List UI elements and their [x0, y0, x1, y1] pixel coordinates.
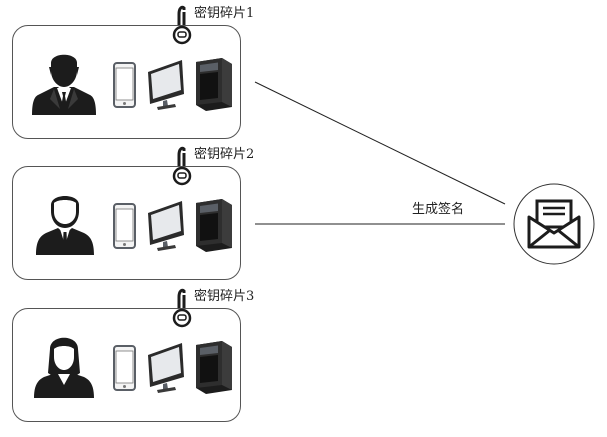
smartphone-icon	[113, 203, 136, 249]
connector-line-party-1	[254, 81, 506, 205]
desktop-tower-icon	[196, 199, 232, 252]
monitor-icon	[148, 60, 184, 110]
woman-icon	[34, 337, 94, 398]
envelope-letter-icon	[527, 199, 581, 249]
key-fragment-icon-2	[172, 146, 192, 186]
smartphone-icon	[113, 345, 136, 391]
edge-label-generate-signature: 生成签名	[412, 202, 465, 217]
key-fragment-icon-3	[172, 288, 192, 328]
key-fragment-label-1: 密钥碎片1	[194, 6, 255, 21]
desktop-tower-icon	[196, 58, 232, 111]
man-icon	[36, 196, 94, 255]
smartphone-icon	[113, 62, 136, 108]
desktop-tower-icon	[196, 341, 232, 394]
key-fragment-label-3: 密钥碎片3	[194, 289, 255, 304]
key-fragment-icon-1	[172, 5, 192, 45]
monitor-icon	[148, 201, 184, 251]
monitor-icon	[148, 343, 184, 393]
key-fragment-label-2: 密钥碎片2	[194, 147, 255, 162]
man-suit-icon	[32, 54, 96, 115]
